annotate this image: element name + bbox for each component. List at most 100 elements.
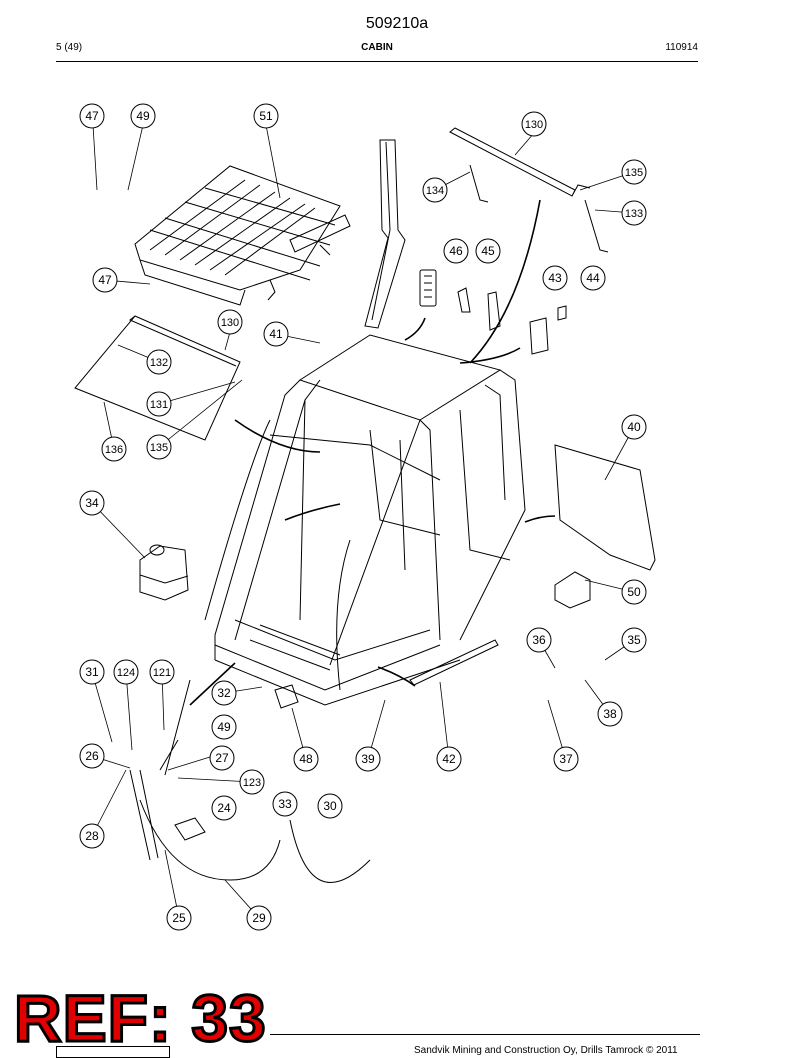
callout-label: 43 xyxy=(548,271,562,285)
callout-45: 45 xyxy=(475,238,501,264)
callout-circle xyxy=(79,743,105,769)
callout-circle xyxy=(211,680,237,706)
copyright: Sandvik Mining and Construction Oy, Dril… xyxy=(414,1045,678,1056)
callout-29: 29 xyxy=(246,905,272,931)
callout-label: 121 xyxy=(153,667,171,679)
callout-label: 51 xyxy=(259,109,273,123)
callout-46: 46 xyxy=(443,238,469,264)
callout-41: 41 xyxy=(263,321,289,347)
callout-label: 37 xyxy=(559,752,573,766)
callout-circle xyxy=(621,200,647,226)
callout-39: 39 xyxy=(355,746,381,772)
callout-circle xyxy=(146,349,172,375)
callout-circle xyxy=(146,391,172,417)
callout-label: 26 xyxy=(85,749,99,763)
callout-circle xyxy=(79,659,105,685)
ref-stamp: REF: 33 xyxy=(13,981,268,1055)
callout-24: 24 xyxy=(211,795,237,821)
callout-circle xyxy=(597,701,623,727)
callout-circle xyxy=(211,795,237,821)
callout-34: 34 xyxy=(79,490,105,516)
callout-37: 37 xyxy=(553,746,579,772)
wiper-bar xyxy=(449,127,591,197)
callout-label: 41 xyxy=(269,327,283,341)
callout-circle xyxy=(621,159,647,185)
callout-label: 132 xyxy=(150,357,168,369)
callout-134: 134 xyxy=(422,177,448,203)
callout-circle xyxy=(79,490,105,516)
callout-42: 42 xyxy=(436,746,462,772)
callout-label: 136 xyxy=(105,444,123,456)
callout-121: 121 xyxy=(149,659,175,685)
callout-label: 35 xyxy=(627,633,641,647)
callout-circle xyxy=(293,746,319,772)
page-indicator: 5 (49) xyxy=(56,42,83,53)
roof-grille xyxy=(134,165,351,306)
callout-133: 133 xyxy=(621,200,647,226)
callout-circle xyxy=(253,103,279,129)
callout-label: 24 xyxy=(217,801,231,815)
header-rule xyxy=(56,61,698,62)
callout-label: 36 xyxy=(532,633,546,647)
callout-circle xyxy=(621,414,647,440)
callout-circle xyxy=(113,659,139,685)
callout-33: 33 xyxy=(272,791,298,817)
callout-label: 47 xyxy=(85,109,99,123)
callout-circle xyxy=(92,267,118,293)
callout-circle xyxy=(246,905,272,931)
callout-136: 136 xyxy=(101,436,127,462)
callout-label: 42 xyxy=(442,752,456,766)
date-code: 110914 xyxy=(665,42,698,53)
callout-circle xyxy=(130,103,156,129)
callout-circle xyxy=(79,103,105,129)
callout-circle xyxy=(526,627,552,653)
callout-circle xyxy=(239,769,265,795)
callout-50: 50 xyxy=(621,579,647,605)
callout-label: 47 xyxy=(98,273,112,287)
callout-label: 40 xyxy=(627,420,641,434)
callout-26: 26 xyxy=(79,743,105,769)
callout-25: 25 xyxy=(166,905,192,931)
callout-38: 38 xyxy=(597,701,623,727)
callout-circle xyxy=(542,265,568,291)
callout-label: 45 xyxy=(481,244,495,258)
callout-circle xyxy=(263,321,289,347)
callout-40: 40 xyxy=(621,414,647,440)
callout-label: 133 xyxy=(625,208,643,220)
callout-label: 29 xyxy=(252,911,266,925)
callout-51: 51 xyxy=(253,103,279,129)
callout-circle xyxy=(580,265,606,291)
callout-circle xyxy=(217,309,243,335)
brand-logo xyxy=(56,1046,170,1058)
callout-27: 27 xyxy=(209,745,235,771)
callout-47: 47 xyxy=(92,267,118,293)
callout-circle xyxy=(211,714,237,740)
document-number: 509210a xyxy=(365,15,429,32)
cabin-frame xyxy=(204,334,526,706)
callout-123: 123 xyxy=(239,769,265,795)
callout-circle xyxy=(101,436,127,462)
callout-label: 48 xyxy=(299,752,313,766)
side-window xyxy=(554,444,656,571)
callout-circle xyxy=(272,791,298,817)
callout-label: 130 xyxy=(221,317,239,329)
callout-label: 32 xyxy=(217,686,231,700)
cabin-exploded-drawing: 4749511301341351334645434447130411321311… xyxy=(74,103,656,931)
callout-43: 43 xyxy=(542,265,568,291)
callout-circle xyxy=(149,659,175,685)
callout-circle xyxy=(443,238,469,264)
callout-label: 49 xyxy=(217,720,231,734)
callout-circle xyxy=(355,746,381,772)
callout-circle xyxy=(553,746,579,772)
callout-30: 30 xyxy=(317,793,343,819)
callout-circle xyxy=(475,238,501,264)
callout-label: 123 xyxy=(243,777,261,789)
callout-135: 135 xyxy=(621,159,647,185)
callout-49: 49 xyxy=(130,103,156,129)
callout-label: 130 xyxy=(525,119,543,131)
callout-label: 131 xyxy=(150,399,168,411)
callout-label: 27 xyxy=(215,751,229,765)
roof-panel xyxy=(74,315,241,441)
callout-35: 35 xyxy=(621,627,647,653)
callout-label: 50 xyxy=(627,585,641,599)
